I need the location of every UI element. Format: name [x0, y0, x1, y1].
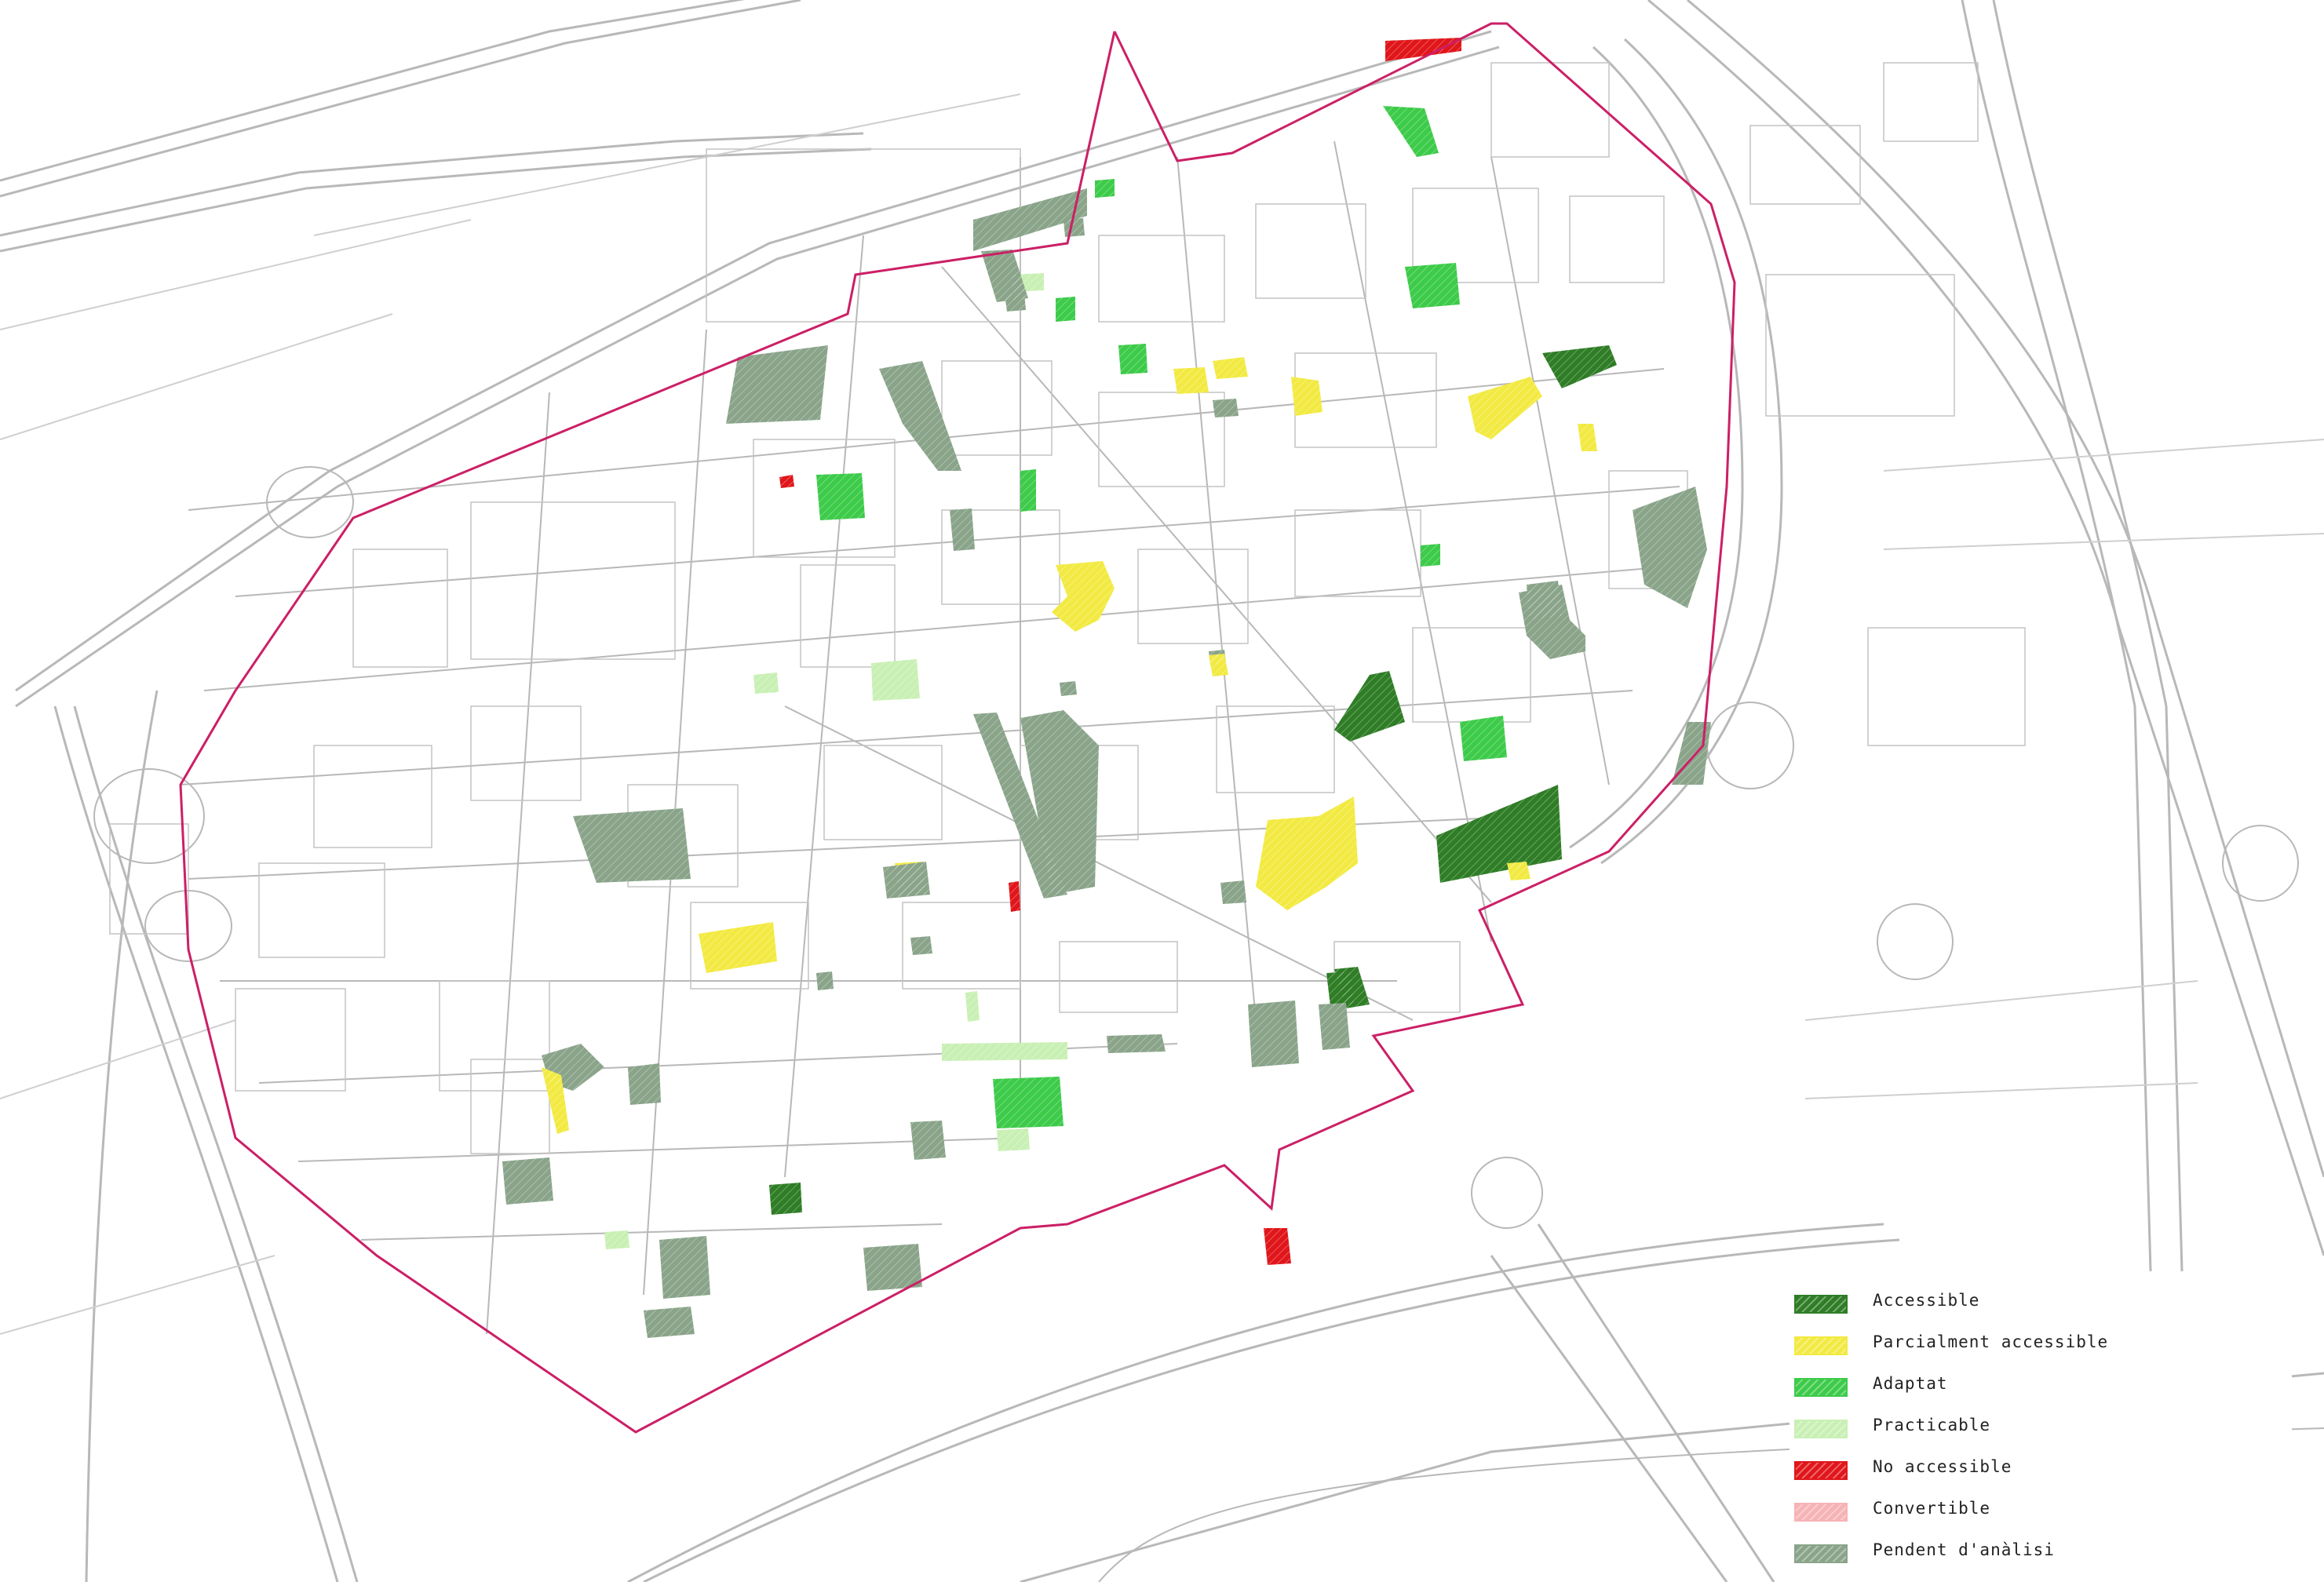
- legend-swatch-parcialment-accessible: [1794, 1336, 1848, 1355]
- parcel-hatch: [973, 188, 1087, 251]
- legend-label: Practicable: [1873, 1416, 1991, 1434]
- parcel-hatch: [965, 991, 980, 1022]
- parcel-hatch: [753, 673, 779, 694]
- parcel-hatch: [542, 1067, 569, 1134]
- parcel-hatch: [1542, 345, 1617, 388]
- parcel-hatch: [1213, 357, 1248, 379]
- parcel-hatch: [871, 659, 920, 701]
- legend-item-parcialment-accessible: Parcialment accessible: [1794, 1330, 2281, 1361]
- parcel-hatch: [973, 713, 1067, 899]
- parcel-hatch: [1468, 377, 1542, 439]
- parcel-hatch: [879, 361, 961, 471]
- legend-label: Adaptat: [1873, 1374, 1948, 1393]
- parcel-hatch: [644, 1307, 695, 1338]
- parcel-hatch: [1052, 561, 1115, 632]
- parcel-hatch: [699, 922, 777, 973]
- parcel-hatch: [883, 862, 930, 899]
- parcel-hatch: [1056, 297, 1075, 322]
- legend-label: Convertible: [1873, 1499, 1991, 1518]
- parcel-hatch: [628, 1063, 661, 1105]
- parcel-hatch: [1020, 469, 1036, 512]
- legend-label: Pendent d'anàlisi: [1873, 1540, 2055, 1559]
- parcel-hatch: [769, 1183, 802, 1215]
- parcel-hatch: [1507, 862, 1530, 880]
- parcel-hatch: [779, 475, 794, 488]
- parcel-hatch: [993, 1077, 1063, 1128]
- parcel-hatch: [573, 808, 691, 883]
- parcel-hatch: [863, 1244, 922, 1291]
- parcel-hatch: [1118, 344, 1147, 374]
- parcel-hatch: [1319, 1003, 1350, 1050]
- parcel-hatch: [1220, 880, 1246, 904]
- parcel-hatch: [816, 971, 834, 990]
- parcel-hatch: [1005, 293, 1026, 312]
- parcel-hatch: [1291, 377, 1323, 416]
- parcel-hatch: [1060, 681, 1077, 696]
- parcel-hatching: [502, 38, 1711, 1338]
- parcel-hatch: [1173, 367, 1209, 394]
- parcel-hatch: [1633, 487, 1707, 608]
- parcel-hatch: [1436, 785, 1562, 883]
- parcel-hatch: [1460, 716, 1507, 761]
- legend-swatch-practicable: [1794, 1420, 1848, 1438]
- legend-label: No accessible: [1873, 1457, 2012, 1476]
- parcel-hatch: [1009, 881, 1020, 912]
- legend-swatch-adaptat: [1794, 1378, 1848, 1397]
- parcel-hatch: [1578, 424, 1597, 451]
- parcel-hatch: [1095, 179, 1115, 198]
- parcel-hatch: [910, 936, 932, 955]
- parcel-hatch: [1248, 1001, 1299, 1067]
- parcel-hatch: [726, 345, 828, 424]
- legend-swatch-accessible: [1794, 1295, 1848, 1314]
- legend-item-no-accessible: No accessible: [1794, 1455, 2281, 1486]
- legend-item-practicable: Practicable: [1794, 1413, 2281, 1445]
- parcel-hatch: [981, 250, 1028, 302]
- parcel-hatch: [1421, 544, 1440, 567]
- parcel-hatch: [942, 1042, 1067, 1061]
- parcel-hatch: [1107, 1034, 1166, 1053]
- parcel-hatch: [1209, 654, 1228, 676]
- legend-item-pendent: Pendent d'anàlisi: [1794, 1538, 2281, 1569]
- parcel-hatch: [502, 1157, 553, 1205]
- legend-item-accessible: Accessible: [1794, 1289, 2281, 1320]
- parcel-hatch: [910, 1121, 946, 1160]
- legend-swatch-pendent: [1794, 1544, 1848, 1563]
- parcel-hatch: [1256, 796, 1358, 910]
- parcel-hatch: [1334, 671, 1405, 742]
- parcel-hatch: [1519, 585, 1585, 659]
- parcel-hatch: [997, 1128, 1030, 1151]
- parcel-hatch: [1264, 1228, 1291, 1265]
- parcel-hatch: [604, 1230, 629, 1249]
- parcel-hatch: [1326, 971, 1354, 1006]
- legend-label: Accessible: [1873, 1291, 1980, 1310]
- study-area-boundary: [179, 22, 1736, 1434]
- legend-swatch-convertible: [1794, 1503, 1848, 1522]
- parcel-hatch: [1405, 263, 1460, 308]
- parcel-hatch: [1020, 710, 1099, 895]
- parcel-hatch: [1383, 106, 1439, 157]
- legend-swatch-no-accessible: [1794, 1461, 1848, 1480]
- parcel-hatch: [1385, 38, 1461, 61]
- parcel-hatch: [659, 1236, 710, 1299]
- legend-label: Parcialment accessible: [1873, 1332, 2109, 1351]
- legend-item-convertible: Convertible: [1794, 1496, 2281, 1528]
- parcel-hatch: [816, 473, 865, 520]
- parcel-hatch: [1063, 218, 1085, 237]
- parcel-hatch: [950, 508, 975, 551]
- legend-item-adaptat: Adaptat: [1794, 1372, 2281, 1403]
- parcel-hatch: [1213, 399, 1239, 417]
